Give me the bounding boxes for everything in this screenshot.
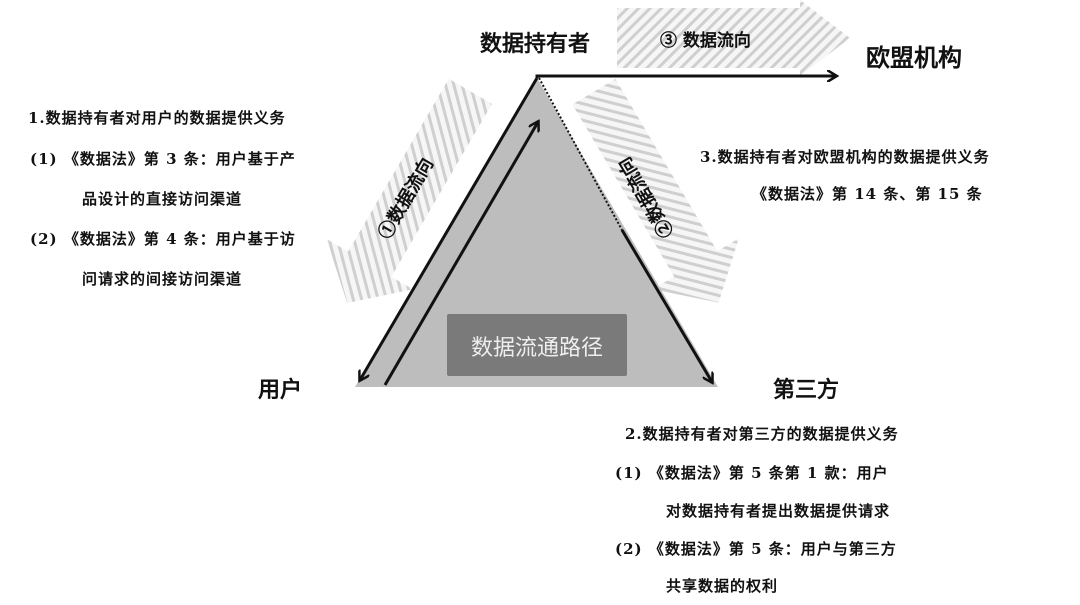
- block1-title: 1.数据持有者对用户的数据提供义务: [28, 109, 286, 127]
- node-user: 用户: [258, 378, 303, 403]
- flow-arrow-3: [617, 0, 850, 76]
- block1-item: 问请求的间接访问渠道: [82, 270, 243, 288]
- block1-item: 品设计的直接访问渠道: [82, 190, 243, 208]
- node-third-party: 第三方: [773, 378, 840, 403]
- block2-title: 2.数据持有者对第三方的数据提供义务: [625, 425, 899, 443]
- block3-title: 3.数据持有者对欧盟机构的数据提供义务: [700, 148, 990, 166]
- block3-sub: 《数据法》第 14 条、第 15 条: [752, 185, 983, 203]
- node-eu-institutions: 欧盟机构: [866, 44, 962, 72]
- block1-item: (2) 《数据法》第 4 条：用户基于访: [30, 230, 296, 248]
- flow-arrow-1: [326, 78, 492, 304]
- block2-item: 对数据持有者提出数据提供请求: [666, 502, 891, 520]
- block1-item: (1) 《数据法》第 3 条：用户基于产: [30, 150, 296, 168]
- block2-item: (1) 《数据法》第 5 条第 1 款：用户: [615, 464, 889, 482]
- center-label-box: [447, 314, 627, 376]
- triangle: [355, 78, 718, 387]
- center-label: 数据流通路径: [470, 336, 603, 361]
- flow-arrow-2: [572, 78, 739, 303]
- block2-item: 共享数据的权利: [666, 577, 779, 595]
- flow-label-3: ③ 数据流向: [660, 31, 751, 51]
- node-data-holder: 数据持有者: [480, 32, 591, 57]
- block2-item: (2) 《数据法》第 5 条：用户与第三方: [615, 540, 897, 558]
